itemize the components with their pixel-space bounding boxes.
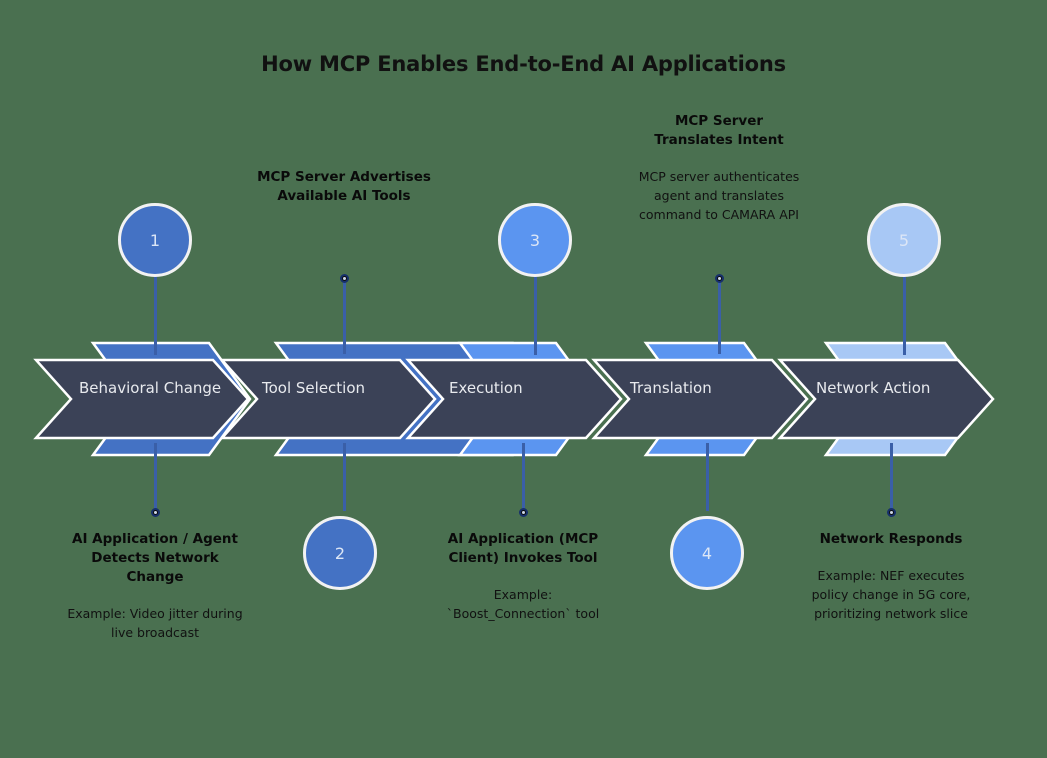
page-title: How MCP Enables End-to-End AI Applicatio… — [261, 52, 786, 76]
chevron-label-2: Tool Selection — [262, 379, 366, 397]
step-circle-5[interactable]: 5 — [867, 203, 941, 277]
chevron-front-2 — [219, 358, 437, 440]
step-circle-1[interactable]: 1 — [118, 203, 192, 277]
connector-dot-5 — [887, 508, 896, 517]
connector-line-5 — [890, 443, 893, 513]
stage-text-1: AI Application / Agent Detects Network C… — [64, 530, 246, 642]
connector-line-4 — [718, 282, 721, 354]
chevron-front-group — [33, 358, 995, 440]
stage-text-4: MCP Server Translates Intent MCP server … — [634, 112, 804, 224]
chevron-front-4 — [591, 358, 809, 440]
connector-line-3 — [522, 443, 525, 513]
process-chevron-band — [0, 334, 1047, 464]
stage-text-2: MCP Server Advertises Available AI Tools — [252, 168, 436, 206]
step-number-4: 4 — [701, 543, 713, 563]
circle-stem-4 — [706, 443, 709, 511]
connector-line-2 — [343, 282, 346, 354]
step-number-1: 1 — [149, 230, 161, 250]
stage-example-1: Example: Video jitter during live broadc… — [67, 606, 243, 640]
connector-dot-1 — [151, 508, 160, 517]
chevron-front-3 — [405, 358, 623, 440]
chevron-front-1 — [33, 358, 250, 440]
stage-example-3: Example: `Boost_Connection` tool — [446, 587, 600, 621]
stage-heading-2: MCP Server Advertises Available AI Tools — [257, 169, 431, 204]
step-number-5: 5 — [898, 230, 910, 250]
connector-line-1 — [154, 443, 157, 513]
step-number-3: 3 — [529, 230, 541, 250]
stage-text-5: Network Responds Example: NEF executes p… — [800, 530, 982, 623]
stage-heading-1: AI Application / Agent Detects Network C… — [72, 531, 238, 585]
connector-dot-4 — [715, 274, 724, 283]
stage-example-4: MCP server authenticates agent and trans… — [638, 169, 800, 222]
stage-heading-4: MCP Server Translates Intent — [654, 113, 784, 148]
connector-dot-3 — [519, 508, 528, 517]
chevron-label-1: Behavioral Change — [79, 379, 222, 397]
step-circle-3[interactable]: 3 — [498, 203, 572, 277]
stage-heading-3: AI Application (MCP Client) Invokes Tool — [447, 531, 599, 566]
chevron-label-4: Translation — [630, 379, 712, 397]
stage-heading-5: Network Responds — [819, 531, 963, 547]
step-circle-4[interactable]: 4 — [670, 516, 744, 590]
stage-text-3: AI Application (MCP Client) Invokes Tool… — [432, 530, 614, 623]
stage-example-5: Example: NEF executes policy change in 5… — [811, 568, 971, 621]
chevron-label-3: Execution — [449, 379, 523, 397]
step-circle-2[interactable]: 2 — [303, 516, 377, 590]
step-number-2: 2 — [334, 543, 346, 563]
circle-stem-5 — [903, 275, 906, 355]
circle-stem-1 — [154, 275, 157, 355]
circle-stem-3 — [534, 275, 537, 355]
connector-dot-2 — [340, 274, 349, 283]
chevron-front-5 — [777, 358, 995, 440]
circle-stem-2 — [343, 443, 346, 511]
chevron-label-5: Network Action — [816, 379, 931, 397]
